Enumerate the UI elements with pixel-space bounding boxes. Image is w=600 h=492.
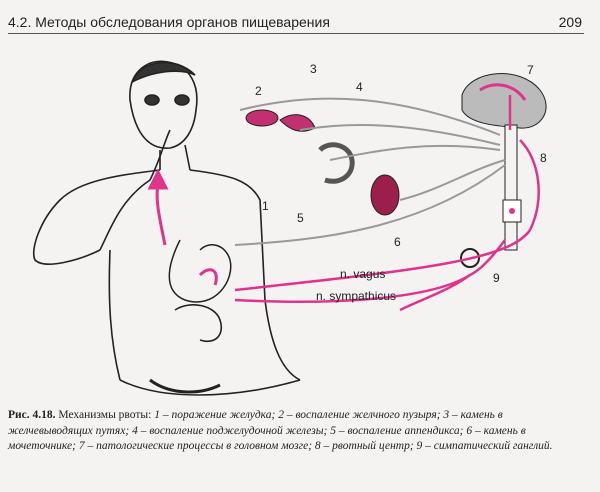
human-figure xyxy=(33,60,301,396)
label-n-vagus: n. vagus xyxy=(340,267,385,281)
label-1: 1 xyxy=(262,199,269,213)
organs xyxy=(245,73,547,268)
label-n-sympathicus: n. sympathicus xyxy=(316,289,396,303)
stomach xyxy=(168,239,232,303)
label-7: 7 xyxy=(527,63,534,77)
label-5: 5 xyxy=(297,211,304,225)
label-2: 2 xyxy=(255,84,262,98)
caption-fig-number: Рис. 4.18. xyxy=(8,409,56,421)
efferent-nerves xyxy=(234,95,540,312)
label-3: 3 xyxy=(310,62,317,76)
stomach-arrows xyxy=(147,168,218,286)
caption-body: 1 – поражение желудка; 2 – воспаление же… xyxy=(8,409,553,452)
afferent-nerves xyxy=(234,97,506,246)
label-6: 6 xyxy=(394,235,401,249)
header-rule xyxy=(8,33,584,34)
label-9: 9 xyxy=(493,271,500,285)
running-header-title: 4.2. Методы обследования органов пищевар… xyxy=(8,14,330,30)
page-number: 209 xyxy=(558,14,582,30)
label-4: 4 xyxy=(356,80,363,94)
label-8: 8 xyxy=(540,151,547,165)
caption-title: Механизмы рвоты: xyxy=(58,409,152,421)
figure-caption: Рис. 4.18. Механизмы рвоты: 1 – поражени… xyxy=(8,408,573,455)
vomiting-mechanisms-figure: 1 2 3 4 5 6 7 8 9 n. vagus n. sympathicu… xyxy=(33,60,547,396)
